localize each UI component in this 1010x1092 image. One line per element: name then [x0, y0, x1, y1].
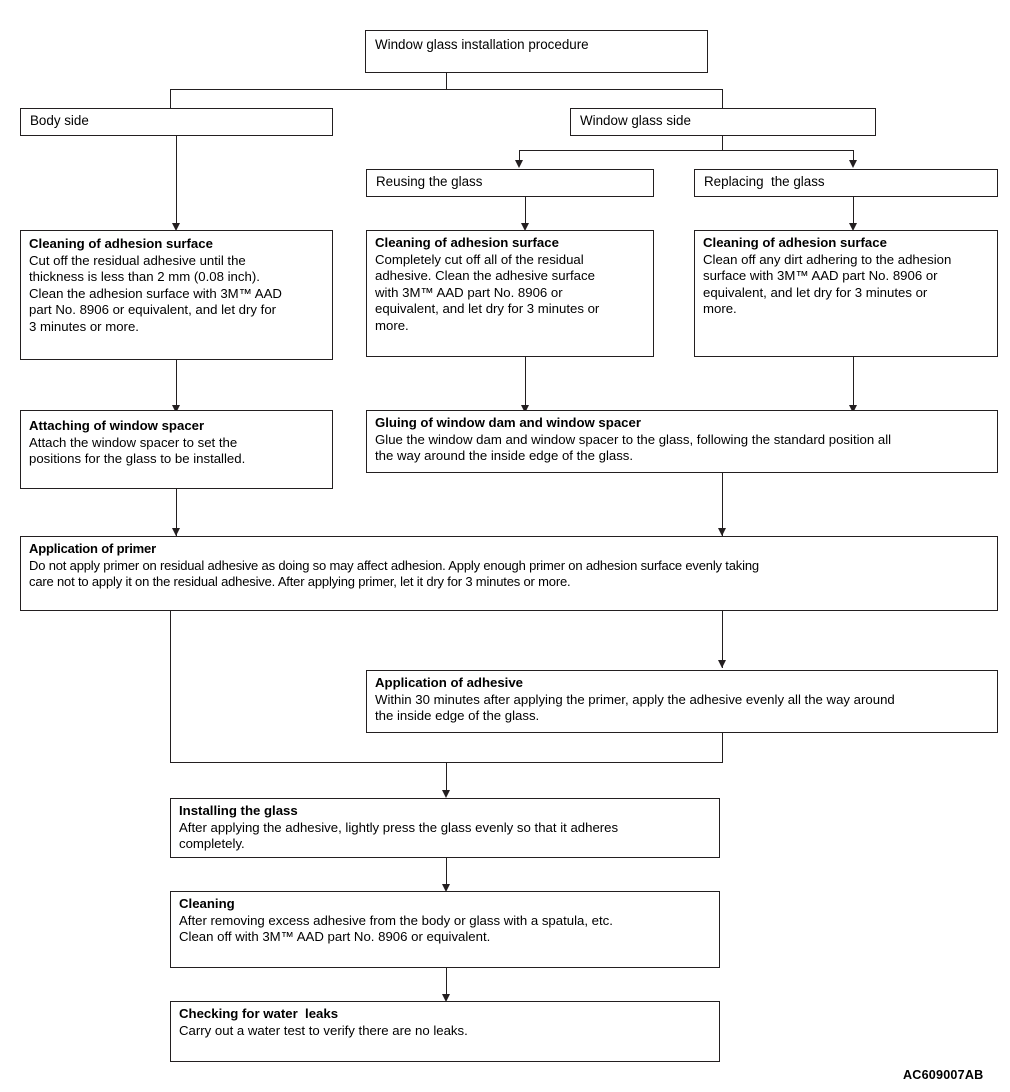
- node-reusing-the-glass-label: Reusing the glass: [376, 174, 483, 189]
- node-cleaning-adhesion-replace-text: Clean off any dirt adhering to the adhes…: [703, 251, 952, 317]
- connector-primer-to-adhesive: [722, 611, 723, 668]
- node-window-glass-side-label: Window glass side: [580, 113, 691, 128]
- figure-reference-code: AC609007AB: [903, 1068, 984, 1082]
- arrowhead-primer-to-adhesive: [718, 660, 726, 668]
- arrowhead-to-replacing: [849, 160, 857, 168]
- node-cleaning-adhesion-body-title: Cleaning of adhesion surface: [29, 236, 213, 251]
- node-cleaning-final[interactable]: Cleaning After removing excess adhesive …: [170, 891, 720, 968]
- arrowhead-cleanreuse-to-gluing: [521, 405, 529, 413]
- node-title-procedure-label: Window glass installation procedure: [375, 37, 589, 52]
- arrowhead-replacing-to-clean: [849, 223, 857, 231]
- node-body-side[interactable]: Body side: [20, 108, 333, 136]
- node-cleaning-adhesion-reuse-text: Completely cut off all of the residual a…: [375, 251, 600, 333]
- arrowhead-reusing-to-clean: [521, 223, 529, 231]
- connector-split-to-reusing: [519, 150, 520, 162]
- node-application-adhesive-title: Application of adhesive: [375, 675, 524, 690]
- connector-cleanreplace-to-gluing: [853, 357, 854, 408]
- node-window-glass-side[interactable]: Window glass side: [570, 108, 876, 136]
- node-cleaning-final-text: After removing excess adhesive from the …: [179, 912, 613, 945]
- node-cleaning-adhesion-replace[interactable]: Cleaning of adhesion surface Clean off a…: [694, 230, 998, 357]
- connector-replacing-to-clean: [853, 196, 854, 226]
- connector-primer-left-bypass: [170, 611, 171, 763]
- node-application-primer[interactable]: Application of primer Do not apply prime…: [20, 536, 998, 611]
- node-application-primer-text: Do not apply primer on residual adhesive…: [29, 557, 759, 590]
- node-application-adhesive-text: Within 30 minutes after applying the pri…: [375, 691, 895, 724]
- node-body-side-label: Body side: [30, 113, 89, 128]
- node-installing-glass-title: Installing the glass: [179, 803, 298, 818]
- connector-title-to-split: [446, 73, 447, 90]
- connector-split-to-body-side: [170, 89, 171, 109]
- node-cleaning-adhesion-body[interactable]: Cleaning of adhesion surface Cut off the…: [20, 230, 333, 360]
- node-gluing-dam-spacer-text: Glue the window dam and window spacer to…: [375, 431, 892, 464]
- node-replacing-the-glass-label: Replacing the glass: [704, 174, 825, 189]
- node-checking-water-leaks[interactable]: Checking for water leaks Carry out a wat…: [170, 1001, 720, 1062]
- connector-split-to-replacing: [853, 150, 854, 162]
- node-title-procedure[interactable]: Window glass installation procedure: [365, 30, 708, 73]
- connector-gluing-to-primer: [722, 473, 723, 536]
- connector-install-to-cleaning: [446, 858, 447, 890]
- connector-reusing-to-clean: [525, 196, 526, 226]
- arrowhead-cleaning-to-check: [442, 994, 450, 1002]
- node-application-primer-title: Application of primer: [29, 541, 156, 556]
- connector-split-to-glass-side: [722, 89, 723, 109]
- node-checking-water-leaks-title: Checking for water leaks: [179, 1006, 339, 1021]
- node-gluing-dam-spacer-title: Gluing of window dam and window spacer: [375, 415, 641, 430]
- arrowhead-gluing-to-primer: [718, 528, 726, 536]
- arrowhead-to-reusing: [515, 160, 523, 168]
- node-cleaning-adhesion-reuse-title: Cleaning of adhesion surface: [375, 235, 559, 250]
- node-cleaning-final-title: Cleaning: [179, 896, 235, 911]
- connector-cleanreuse-to-gluing: [525, 357, 526, 408]
- arrowhead-spacer-to-primer: [172, 528, 180, 536]
- node-cleaning-adhesion-body-text: Cut off the residual adhesive until the …: [29, 252, 282, 334]
- arrowhead-cleanreplace-to-gluing: [849, 405, 857, 413]
- connector-clean-to-spacer: [176, 360, 177, 408]
- node-installing-glass[interactable]: Installing the glass After applying the …: [170, 798, 720, 858]
- arrowhead-clean-to-spacer: [172, 405, 180, 413]
- node-checking-water-leaks-text: Carry out a water test to verify there a…: [179, 1022, 468, 1038]
- node-attaching-window-spacer-title: Attaching of window spacer: [29, 418, 205, 433]
- connector-bodyside-to-clean: [176, 135, 177, 225]
- connector-second-branch-bar: [519, 150, 853, 151]
- node-reusing-the-glass[interactable]: Reusing the glass: [366, 169, 654, 197]
- arrowhead-install-to-cleaning: [442, 884, 450, 892]
- node-attaching-window-spacer-text: Attach the window spacer to set the posi…: [29, 434, 246, 467]
- connector-top-branch-bar: [170, 89, 723, 90]
- node-installing-glass-text: After applying the adhesive, lightly pre…: [179, 819, 619, 852]
- connector-glassside-to-split: [722, 135, 723, 150]
- connector-spacer-to-primer: [176, 489, 177, 536]
- node-attaching-window-spacer[interactable]: Attaching of window spacer Attach the wi…: [20, 410, 333, 489]
- node-gluing-dam-spacer[interactable]: Gluing of window dam and window spacer G…: [366, 410, 998, 473]
- node-replacing-the-glass[interactable]: Replacing the glass: [694, 169, 998, 197]
- connector-cleaning-to-check: [446, 968, 447, 1000]
- connector-merge-to-install: [446, 762, 447, 796]
- arrowhead-bodyside-to-clean: [172, 223, 180, 231]
- node-application-adhesive[interactable]: Application of adhesive Within 30 minute…: [366, 670, 998, 733]
- arrowhead-merge-to-install: [442, 790, 450, 798]
- connector-adhesive-to-merge: [722, 733, 723, 763]
- node-cleaning-adhesion-reuse[interactable]: Cleaning of adhesion surface Completely …: [366, 230, 654, 357]
- node-cleaning-adhesion-replace-title: Cleaning of adhesion surface: [703, 235, 887, 250]
